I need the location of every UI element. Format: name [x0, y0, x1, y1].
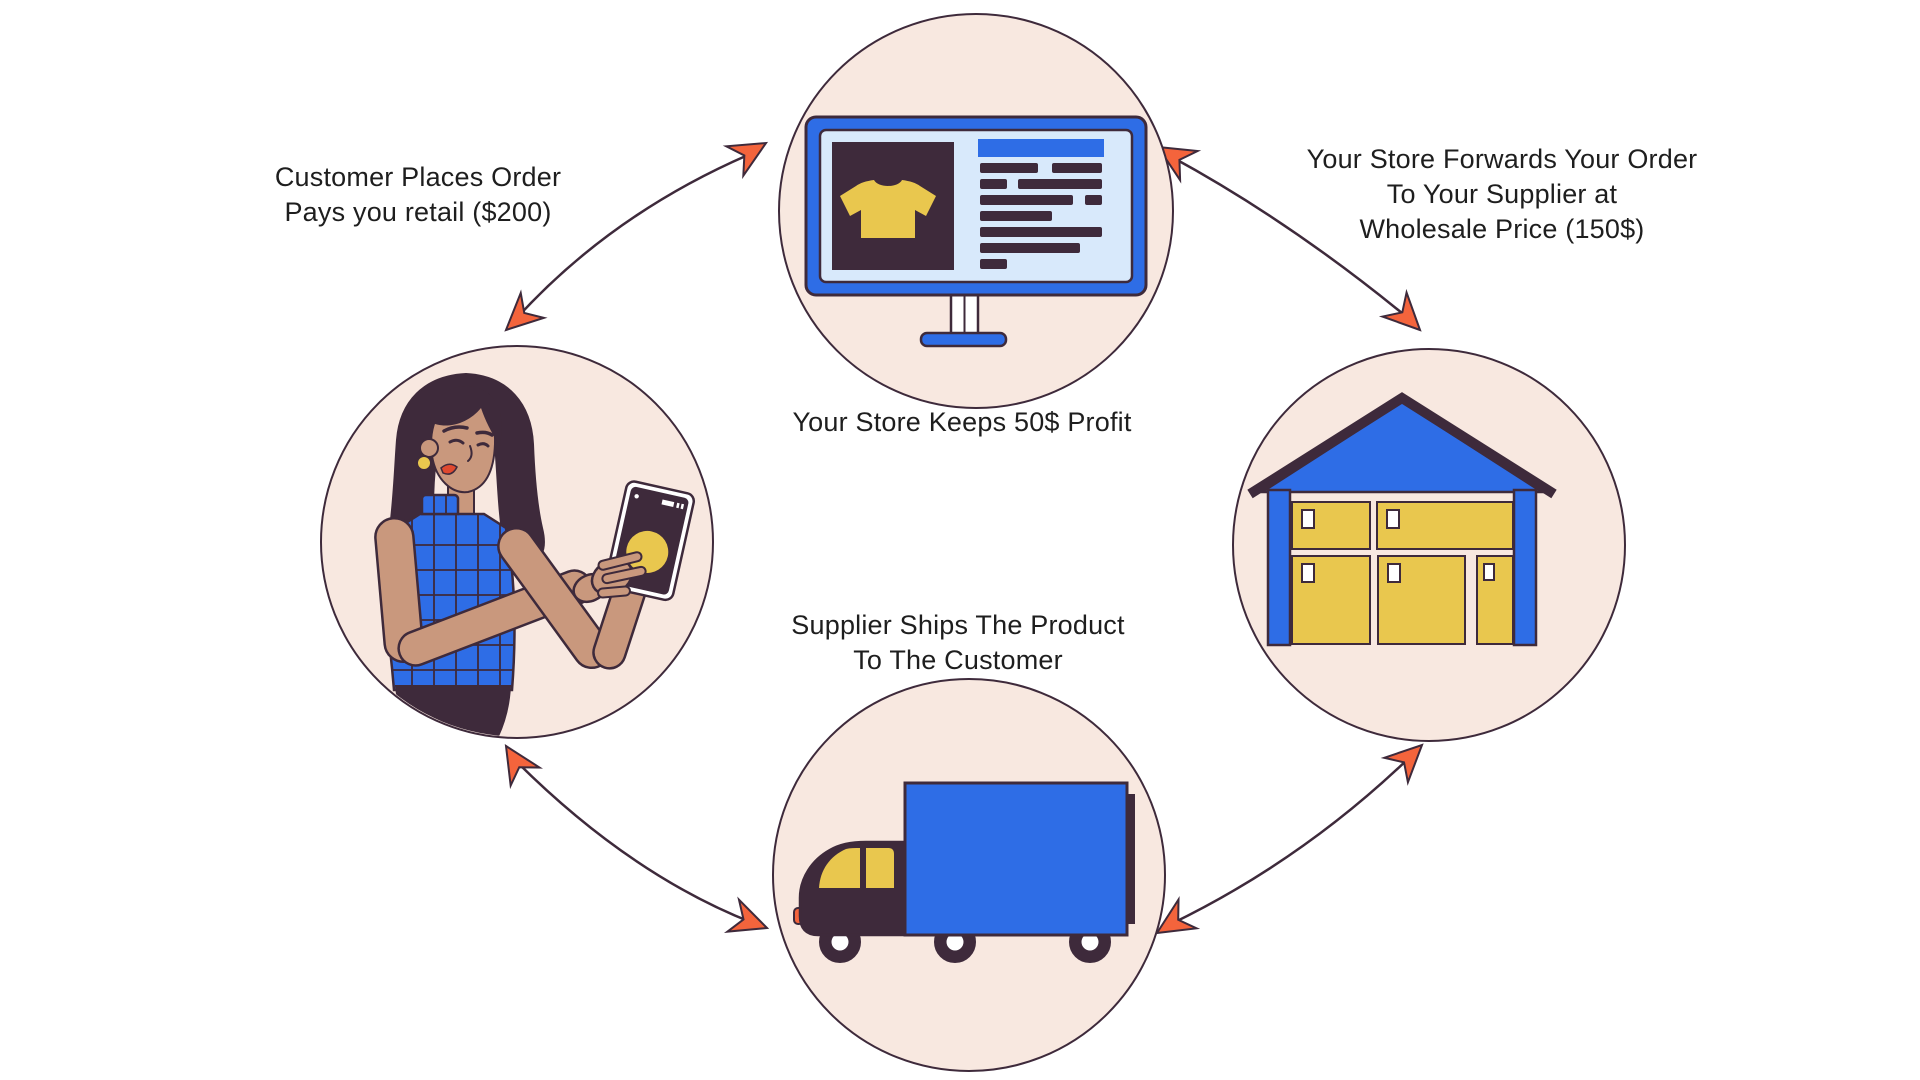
arrowhead-icon [504, 289, 548, 332]
arrow-curve [514, 153, 749, 321]
customer-node [320, 345, 714, 739]
caption-store-profit: Your Store Keeps 50$ Profit [792, 405, 1131, 440]
caption-line: Supplier Ships The Product [791, 610, 1125, 640]
lips [440, 463, 458, 475]
warehouse-icon [1247, 392, 1557, 647]
warehouse-left-pillar [1266, 488, 1292, 647]
arrow-customer-shipping [504, 744, 770, 933]
hair-bangs [430, 386, 502, 446]
arrowhead-icon [1155, 896, 1201, 935]
caption-line: Wholesale Price (150$) [1359, 214, 1645, 244]
arrow-customer-store [504, 141, 769, 332]
tablet-status-bars [661, 499, 675, 508]
online-store-monitor-icon [804, 115, 1148, 348]
shipping-node [772, 678, 1166, 1072]
caption-line: To Your Supplier at [1386, 179, 1618, 209]
caption-forward-order: Your Store Forwards Your Order To Your S… [1307, 142, 1698, 247]
nose [467, 445, 473, 462]
delivery-truck-icon [793, 781, 1135, 963]
truck-windshield [819, 848, 860, 888]
arrowhead-icon [722, 141, 769, 180]
caption-line: Your Store Forwards Your Order [1306, 144, 1698, 174]
arrow-curve [1169, 154, 1409, 319]
warehouse-crates [1291, 501, 1514, 645]
warehouse-roof-beam [1247, 392, 1557, 499]
truck-cargo-box [903, 781, 1129, 937]
arrow-shipping-supplier [1155, 743, 1424, 935]
left-eye [448, 438, 465, 445]
collar [420, 493, 460, 516]
truck-side-window [866, 848, 894, 888]
supplier-node [1232, 348, 1626, 742]
thumb [597, 585, 631, 599]
right-eye [476, 442, 490, 448]
caption-line: Your Store Keeps 50$ Profit [792, 407, 1132, 437]
monitor-base [919, 331, 1008, 348]
warehouse-right-pillar [1512, 488, 1538, 647]
caption-line: Pays you retail ($200) [284, 197, 552, 227]
arrowhead-icon [1378, 288, 1422, 332]
right-eyebrow [475, 430, 494, 437]
earring [416, 455, 432, 471]
truck-rear-door [1126, 794, 1135, 924]
arrow-curve [511, 756, 754, 925]
arrowhead-icon [504, 744, 543, 790]
finger [601, 565, 647, 585]
arrowhead-icon [1380, 743, 1424, 786]
store-node [778, 13, 1174, 409]
tablet-camera-dot [634, 494, 639, 499]
arrow-store-supplier [1155, 145, 1422, 332]
finger [597, 551, 643, 571]
left-eyebrow [442, 425, 469, 433]
arrow-curve [1170, 756, 1411, 926]
caption-line: To The Customer [853, 645, 1063, 675]
arrowhead-icon [723, 896, 770, 933]
ear [419, 438, 439, 458]
caption-customer-order: Customer Places Order Pays you retail ($… [275, 160, 561, 230]
arrowhead-icon [1155, 145, 1202, 184]
product-page-mock-text [978, 139, 1104, 269]
caption-line: Customer Places Order [274, 162, 562, 192]
tshirt-icon [840, 180, 936, 238]
woman-using-tablet-icon [374, 372, 696, 737]
caption-supplier-ships: Supplier Ships The Product To The Custom… [791, 608, 1124, 678]
